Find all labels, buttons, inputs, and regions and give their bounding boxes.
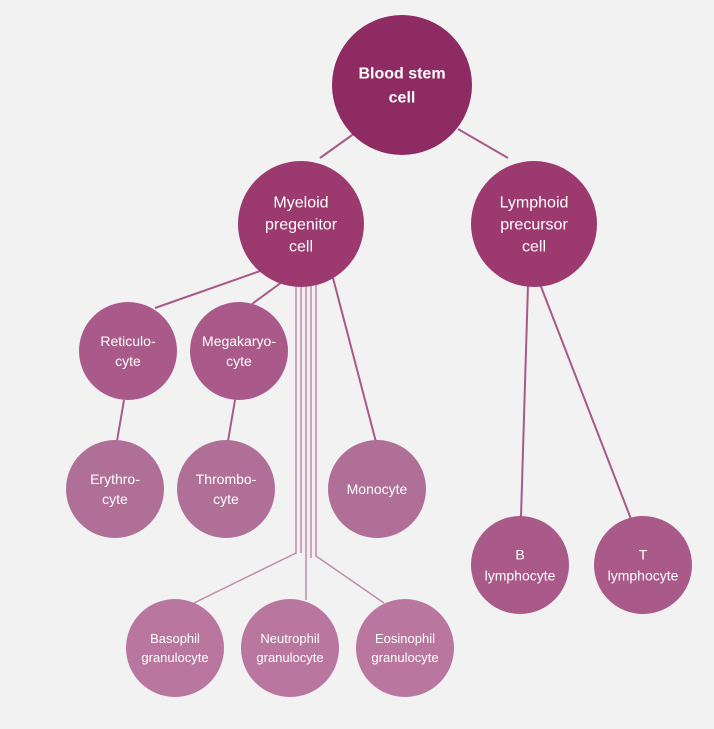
- node-label: cyte: [115, 353, 141, 369]
- connector-line: [193, 280, 297, 604]
- node-label: cyte: [102, 491, 128, 507]
- node-label: Megakaryo-: [202, 333, 276, 349]
- node-label: Eosinophil: [375, 631, 435, 646]
- connector-line: [227, 399, 236, 442]
- node-label: precursor: [500, 217, 568, 234]
- node-label: Erythro-: [90, 471, 140, 487]
- node-monocyte: Monocyte: [328, 440, 426, 538]
- node-eosinophil: Eosinophil granulocyte: [356, 599, 454, 697]
- node-circle: [241, 599, 339, 697]
- connector-line: [520, 283, 529, 518]
- node-label: Lymphoid: [500, 195, 569, 212]
- node-circle: [66, 440, 164, 538]
- node-neutrophil: Neutrophil granulocyte: [241, 599, 339, 697]
- node-label: Reticulo-: [100, 333, 156, 349]
- node-reticulocyte: Reticulo-cyte: [79, 302, 177, 400]
- node-label: T: [639, 546, 648, 562]
- node-label: cell: [289, 239, 313, 256]
- node-megakaryocyte: Megakaryo-cyte: [190, 302, 288, 400]
- node-label: Basophil: [150, 631, 200, 646]
- connector-line: [154, 269, 264, 309]
- connector-line: [539, 283, 632, 520]
- node-lymphoid: Lymphoid precursor cell: [471, 161, 597, 287]
- node-circle: [471, 516, 569, 614]
- node-circle: [594, 516, 692, 614]
- connector-line: [457, 128, 509, 159]
- node-myeloid: Myeloid pregenitor cell: [238, 161, 364, 287]
- node-label: cell: [389, 90, 416, 107]
- node-label: B: [515, 546, 524, 562]
- node-circle: [79, 302, 177, 400]
- node-label: Blood stem: [358, 66, 445, 83]
- node-circle: [126, 599, 224, 697]
- node-label: Thrombo-: [196, 471, 257, 487]
- diagram-edges: [116, 128, 632, 604]
- node-circle: [332, 15, 472, 155]
- node-label: cyte: [226, 353, 252, 369]
- node-label: granulocyte: [371, 650, 438, 665]
- connector-line: [315, 282, 385, 604]
- node-label: granulocyte: [141, 650, 208, 665]
- node-circle: [328, 440, 426, 538]
- node-basophil: Basophil granulocyte: [126, 599, 224, 697]
- node-circle: [471, 161, 597, 287]
- node-circle: [190, 302, 288, 400]
- connector-line: [332, 277, 377, 443]
- node-circle: [356, 599, 454, 697]
- node-label: Neutrophil: [260, 631, 319, 646]
- node-label: lymphocyte: [608, 567, 679, 583]
- connector-line: [116, 399, 125, 442]
- node-erythrocyte: Erythro-cyte: [66, 440, 164, 538]
- node-thrombocyte: Thrombo-cyte: [177, 440, 275, 538]
- node-label: granulocyte: [256, 650, 323, 665]
- node-label: cyte: [213, 491, 239, 507]
- node-circle: [177, 440, 275, 538]
- node-label: Myeloid: [273, 195, 328, 212]
- node-label: lymphocyte: [485, 567, 556, 583]
- node-label: pregenitor: [265, 217, 338, 234]
- diagram-nodes: Blood stemcellMyeloidpregenitorcellLymph…: [66, 15, 692, 697]
- connector-line: [251, 281, 283, 305]
- connector-line: [319, 132, 356, 159]
- node-circle: [238, 161, 364, 287]
- node-label: Monocyte: [347, 481, 408, 497]
- node-label: cell: [522, 239, 546, 256]
- node-stem: Blood stem cell: [332, 15, 472, 155]
